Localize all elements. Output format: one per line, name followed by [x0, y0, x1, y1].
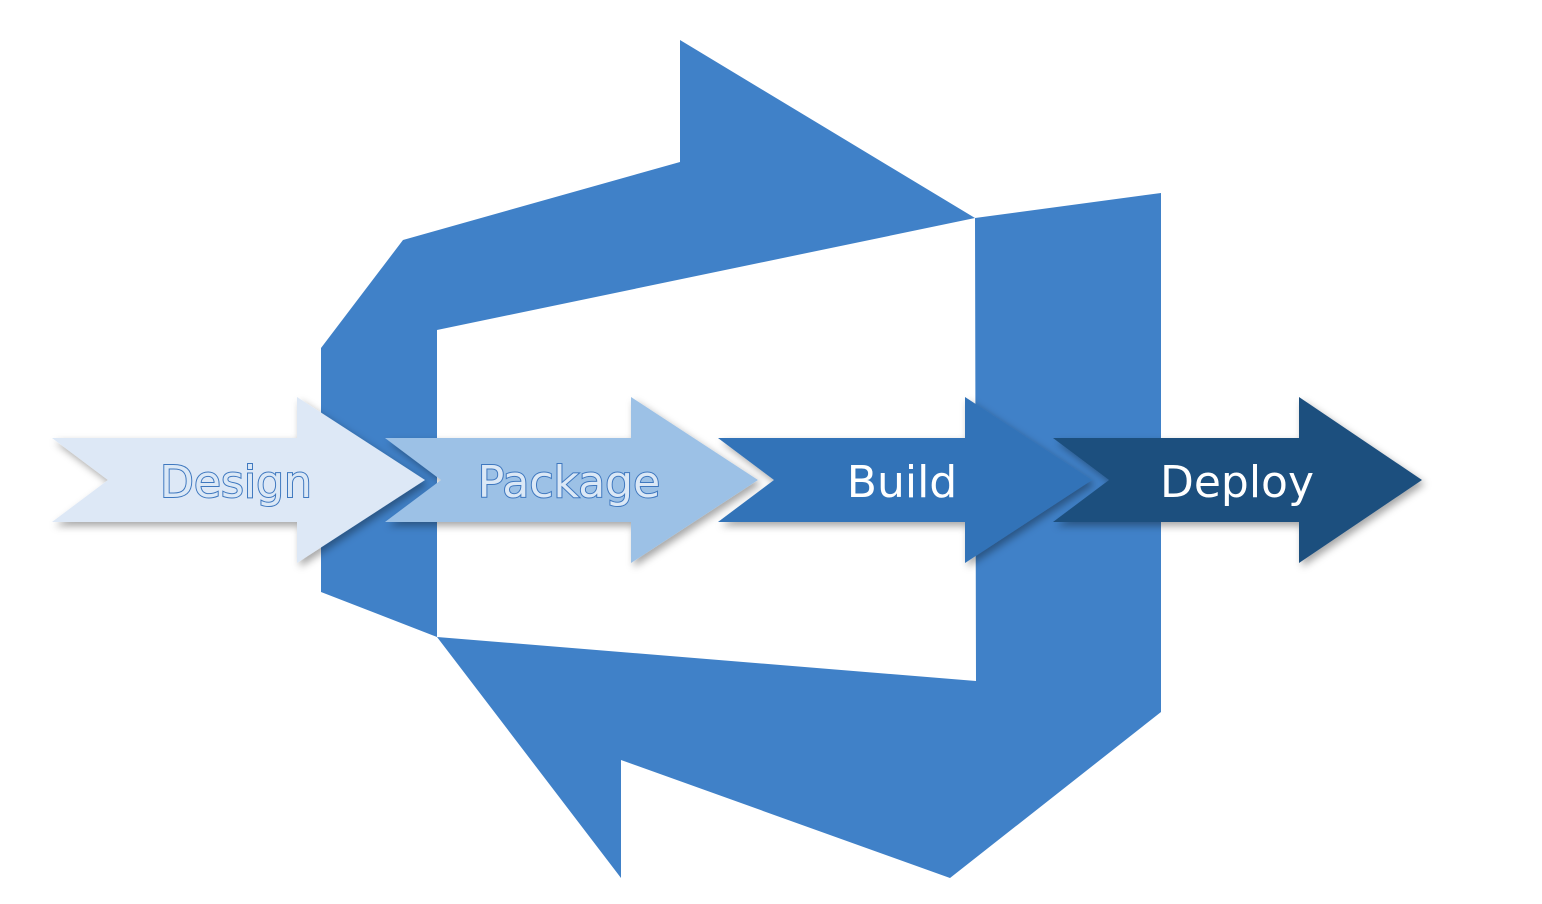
pipelines-logo-icon	[321, 40, 1161, 878]
step-arrow-deploy	[1053, 397, 1422, 563]
logo-bottom-band	[437, 193, 1161, 878]
step-build: Build	[718, 397, 1092, 563]
step-arrow-build	[718, 397, 1092, 563]
step-label-design: Design	[160, 457, 312, 508]
step-arrow-design	[52, 397, 425, 563]
step-label-build: Build	[847, 457, 957, 508]
step-design: Design	[52, 397, 425, 563]
step-deploy: Deploy	[1053, 397, 1422, 563]
process-steps: Design Package Build Deploy	[52, 397, 1422, 563]
step-arrow-package	[385, 397, 758, 563]
logo-top-band	[321, 40, 975, 637]
step-package: Package	[385, 397, 758, 563]
step-label-deploy: Deploy	[1160, 457, 1314, 508]
step-label-package: Package	[478, 457, 660, 508]
